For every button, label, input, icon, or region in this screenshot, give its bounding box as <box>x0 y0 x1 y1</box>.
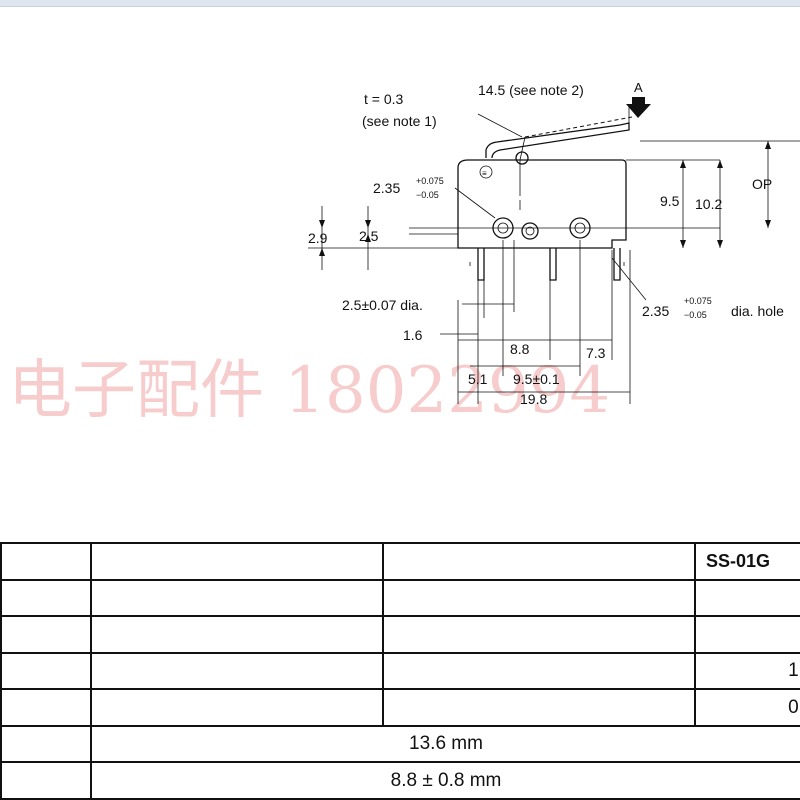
dim-2-5: 2.5 <box>359 228 379 244</box>
table-row: 0. <box>0 688 800 727</box>
table-cell: 8.8 ± 0.8 mm <box>90 761 800 800</box>
thickness-label: t = 0.3 <box>364 91 404 107</box>
hole-upper-minus: −0.05 <box>416 190 439 200</box>
table-row: 8.8 ± 0.8 mm <box>0 761 800 800</box>
hole-lower-dim: 2.35 <box>642 303 669 319</box>
hole-upper-plus: +0.075 <box>416 176 444 186</box>
dim-1-6: 1.6 <box>403 327 423 343</box>
table-cell: 0. <box>694 688 800 727</box>
lever-length-label: 14.5 (see note 2) <box>478 82 584 98</box>
table-header-row: SS-01G <box>0 542 800 581</box>
pin-diameter-label: 2.5±0.07 dia. <box>342 297 423 313</box>
terminals <box>469 248 625 281</box>
window-top-bar <box>0 0 800 7</box>
svg-text:≡: ≡ <box>482 169 487 178</box>
hole-upper-dim: 2.35 <box>373 180 400 196</box>
hole-lower-minus: −0.05 <box>684 310 707 320</box>
hole-lower-plus: +0.075 <box>684 296 712 306</box>
switch-body: ≡ <box>409 159 720 249</box>
dim-5-1: 5.1 <box>468 371 488 387</box>
point-a-label: A <box>634 80 643 95</box>
dim-2-9: 2.9 <box>308 230 328 246</box>
vertical-dimensions-right <box>626 140 800 248</box>
dim-19-8: 19.8 <box>520 391 547 407</box>
table-row: 13.6 mm <box>0 724 800 764</box>
dim-8-8: 8.8 <box>510 341 530 357</box>
thickness-note: (see note 1) <box>362 113 437 129</box>
table-row: 1. <box>0 651 800 691</box>
model-header: SS-01G <box>694 542 800 581</box>
actuator-lever <box>477 104 633 165</box>
dim-9-5-tol: 9.5±0.1 <box>513 371 560 387</box>
point-a-arrow-icon <box>626 97 651 118</box>
table-cell: 1. <box>694 651 800 691</box>
table-cell: 5 <box>694 578 800 618</box>
table-row <box>0 615 800 654</box>
horizontal-dimensions-bottom <box>440 240 647 404</box>
table-row: 5 <box>0 578 800 618</box>
table-cell: 13.6 mm <box>90 724 800 764</box>
hole-lower-suffix: dia. hole <box>731 303 784 319</box>
vertical-dimensions-left <box>308 206 458 270</box>
spec-table: SS-01G 5 1. 0. 13.6 mm 8.8 ± 0.8 mm <box>0 542 800 800</box>
dim-9-5: 9.5 <box>660 193 680 209</box>
dim-7-3: 7.3 <box>586 345 606 361</box>
dim-10-2: 10.2 <box>695 196 722 212</box>
table-cell <box>694 615 800 654</box>
dim-op: OP <box>752 176 772 192</box>
